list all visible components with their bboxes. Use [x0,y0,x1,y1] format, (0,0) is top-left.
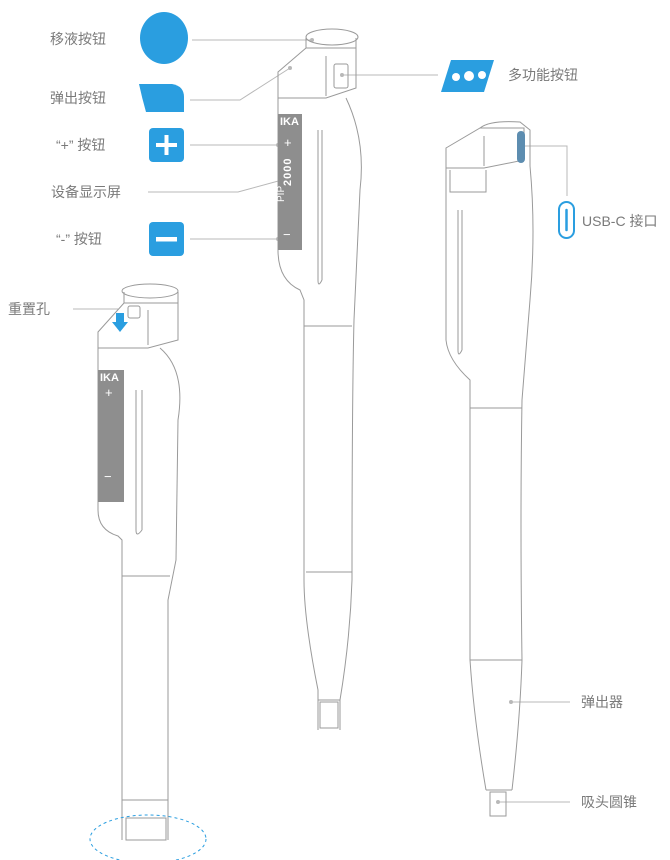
multifunction-button-label: 多功能按钮 [508,67,578,83]
middle-display-panel [278,114,302,250]
reset-hole-label: 重置孔 [8,301,50,317]
down-arrow-icon [112,313,128,332]
left-minus-sign: − [104,469,112,484]
middle-model-text: PIP [276,185,287,202]
pipette-middle [277,28,362,730]
right-usb-port [517,131,525,163]
pipetting-button-label: 移液按钮 [50,31,106,47]
usb-c-label: USB-C 接口 [582,213,658,229]
left-display-panel [98,370,124,502]
pipette-left [97,283,181,841]
middle-plus-sign: + [284,135,292,150]
middle-minus-sign: − [283,227,291,242]
usb-c-port-icon [558,201,575,239]
display-label: 设备显示屏 [51,184,121,200]
plus-button-icon [149,128,184,162]
leader-lines [73,39,570,803]
tip-highlight-circle [89,814,207,860]
tip-cone-label: 吸头圆锥 [581,794,637,810]
multifunction-button-icon [441,60,494,92]
leader-usb [523,145,568,196]
eject-button-label: 弹出按钮 [50,90,106,106]
leader-eject [190,67,291,101]
plus-button-label: “+” 按钮 [56,137,106,153]
minus-button-label: “-” 按钮 [56,231,102,247]
middle-brand-logo: IKA [280,116,299,128]
eject-button-icon [139,84,184,112]
middle-volume-text: 2000 [282,157,294,186]
minus-button-icon [149,222,184,256]
pipette-right [445,121,534,817]
ejector-label: 弹出器 [581,694,623,710]
oval-button-icon [140,12,188,64]
leader-display [148,179,283,193]
left-brand-logo: IKA [100,372,119,384]
left-plus-sign: + [105,385,113,400]
